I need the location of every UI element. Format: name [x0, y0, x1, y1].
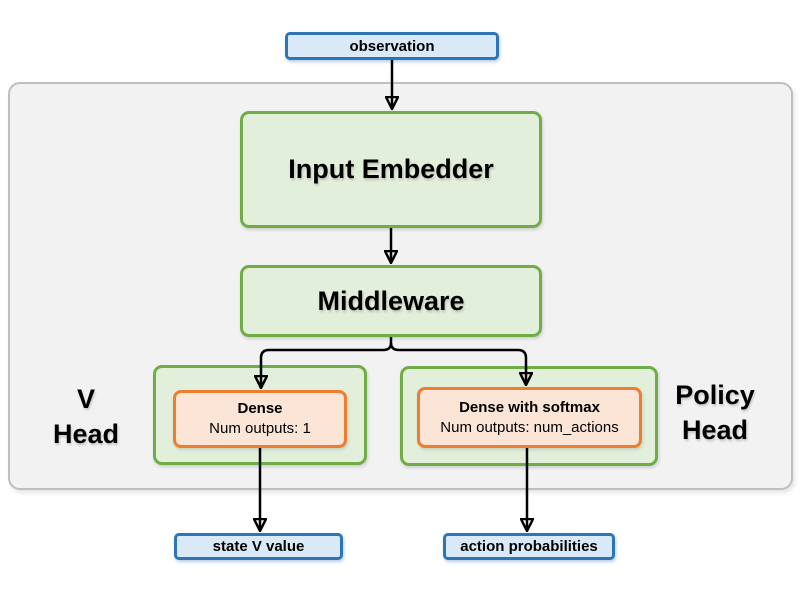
action-probabilities-node: action probabilities [443, 533, 615, 560]
middleware-label: Middleware [317, 285, 465, 316]
input-embedder-node: Input Embedder [240, 111, 542, 228]
policy-head-dense-title: Dense with softmax [459, 398, 600, 416]
policy-head-label-line1: Policy [675, 380, 755, 410]
v-head-label-line1: V [76, 384, 95, 414]
v-head-label: V Head [26, 382, 146, 452]
policy-head-dense-node: Dense with softmax Num outputs: num_acti… [417, 387, 642, 448]
v-head-dense-title: Dense [237, 400, 283, 417]
policy-head-dense-subtitle: Num outputs: num_actions [440, 418, 619, 436]
middleware-node: Middleware [240, 265, 542, 337]
state-v-value-label: state V value [212, 538, 305, 555]
observation-node: observation [285, 32, 499, 60]
input-embedder-label: Input Embedder [288, 154, 494, 184]
v-head-dense-subtitle: Num outputs: 1 [209, 420, 311, 437]
policy-head-label-line2: Head [681, 415, 749, 445]
state-v-value-node: state V value [174, 533, 343, 560]
action-probabilities-label: action probabilities [460, 538, 598, 555]
v-head-label-line2: Head [52, 419, 120, 449]
v-head-dense-node: Dense Num outputs: 1 [173, 390, 347, 448]
observation-label: observation [349, 37, 435, 55]
policy-head-label: Policy Head [654, 378, 776, 448]
